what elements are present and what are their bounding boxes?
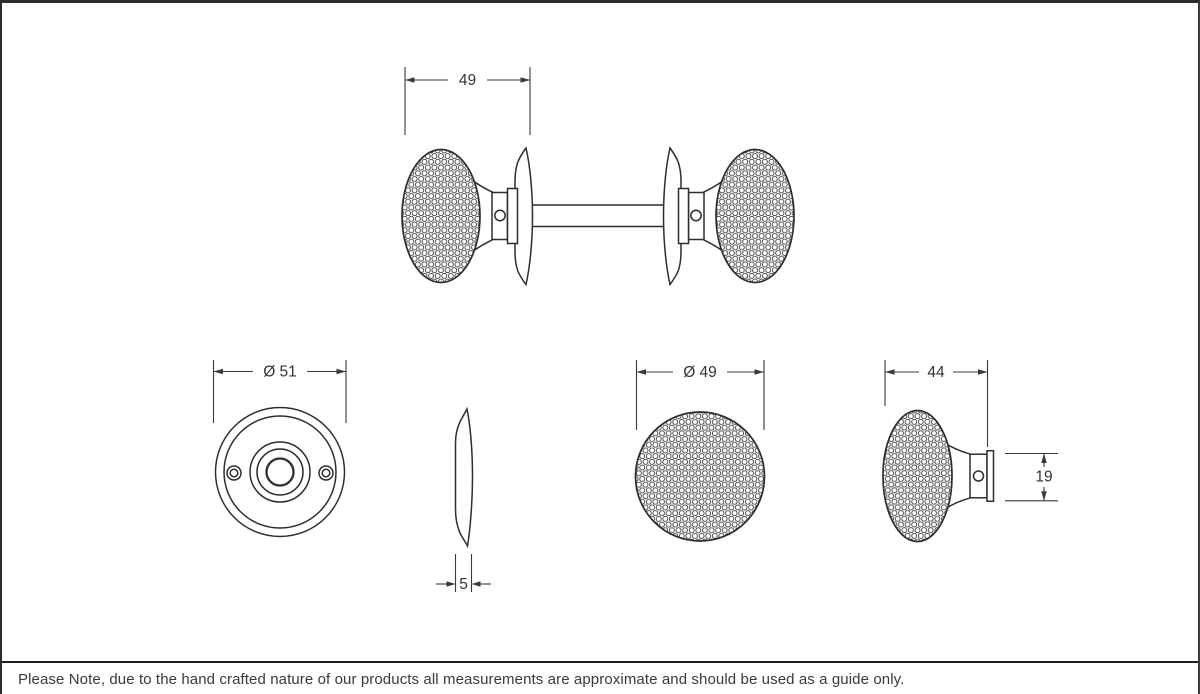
assembly-left-knob [402,148,533,285]
footer-note-bar: Please Note, due to the hand crafted nat… [2,661,1198,694]
rose-front-view [214,406,346,538]
rose-diameter-dimension [212,360,347,423]
rose-screw-hole-left [226,465,242,481]
dim-knob-shank: 19 [1035,469,1052,486]
assembly-right-knob [664,148,795,285]
technical-drawing: 49 [212,67,1058,593]
rose-profile-view [454,406,474,549]
spindle [523,204,671,228]
knob-front-view [634,411,766,542]
assembly-view: 49 [402,67,794,285]
dim-knob-length: 44 [927,364,945,381]
assembly-width-dimension [404,67,531,135]
dim-knob-diameter: Ø 49 [683,364,717,381]
rose-thickness-dimension [436,554,491,592]
footer-note-text: Please Note, due to the hand crafted nat… [18,671,905,688]
knob-diameter-dimension [635,360,765,430]
dim-rose-thickness: 5 [459,576,468,593]
dim-assembly-width: 49 [459,72,476,89]
dim-rose-diameter: Ø 51 [263,364,297,381]
knob-shank-dimension [1005,452,1058,502]
knob-length-dimension [884,360,989,447]
drawing-area: 49 [2,3,1198,661]
rose-screw-hole-right [318,465,334,481]
knob-side-view [882,409,995,543]
